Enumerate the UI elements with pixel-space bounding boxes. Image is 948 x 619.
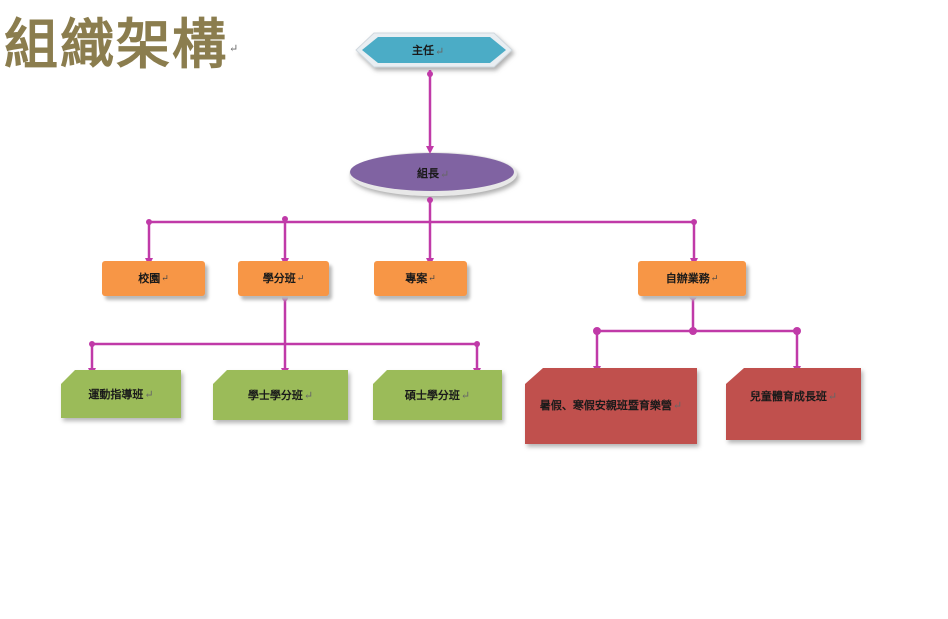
return-mark-icon: ↵ [827,390,838,403]
return-mark-icon: ↵ [303,388,314,402]
director-label-text: 主任 [412,44,434,57]
return-mark-icon: ↵ [144,387,154,401]
credit-class-label: 學分班 [262,271,296,285]
sports-coaching-label: 運動指導班 [88,388,144,401]
director-label: 主任↵ [412,42,444,58]
return-mark-icon: ↵ [710,273,719,284]
self-run-label: 自辦業務 [665,271,710,285]
return-mark-icon: ↵ [440,167,450,181]
bachelor-credit-box: 學士學分班↵ [213,370,348,420]
summer-winter-camp-box: 暑假、寒假安親班暨育樂營↵ [525,368,697,444]
return-mark-icon: ↵ [672,399,683,412]
credit-class-node: 學分班↵ [238,261,329,296]
team-leader-label: 組長↵ [417,165,449,181]
return-mark-icon: ↵ [428,273,436,284]
master-credit-label: 碩士學分班 [404,389,460,402]
campus-node: 校園↵ [102,261,205,296]
bachelor-credit-label: 學士學分班 [247,389,303,402]
director-node [355,32,513,68]
return-mark-icon: ↵ [296,273,305,284]
return-mark-icon: ↵ [161,273,169,284]
page-title-text: 組織架構 [4,12,228,76]
child-development-label: 兒童體育成長班 [749,390,827,403]
child-development-node: 兒童體育成長班↵ [726,368,861,440]
summer-winter-camp-node: 暑假、寒假安親班暨育樂營↵ [525,368,697,444]
project-node: 專案↵ [374,261,467,296]
child-development-box: 兒童體育成長班↵ [726,368,861,440]
sports-coaching-node: 運動指導班↵ [61,370,181,418]
return-mark-icon: ↵ [435,44,445,58]
project-label: 專案 [405,271,428,285]
sports-coaching-box: 運動指導班↵ [61,370,181,418]
summer-winter-camp-label: 暑假、寒假安親班暨育樂營 [539,399,672,412]
return-mark-icon: ↵ [460,388,471,402]
team-leader-label-text: 組長 [417,167,439,180]
page-title: 組織架構↵ [4,8,240,85]
campus-label: 校園 [138,271,161,285]
bachelor-credit-node: 學士學分班↵ [213,370,348,420]
team-leader-node [349,152,517,196]
master-credit-node: 碩士學分班↵ [373,370,502,420]
master-credit-box: 碩士學分班↵ [373,370,502,420]
return-mark-icon: ↵ [229,41,241,55]
self-run-node: 自辦業務↵ [638,261,746,296]
